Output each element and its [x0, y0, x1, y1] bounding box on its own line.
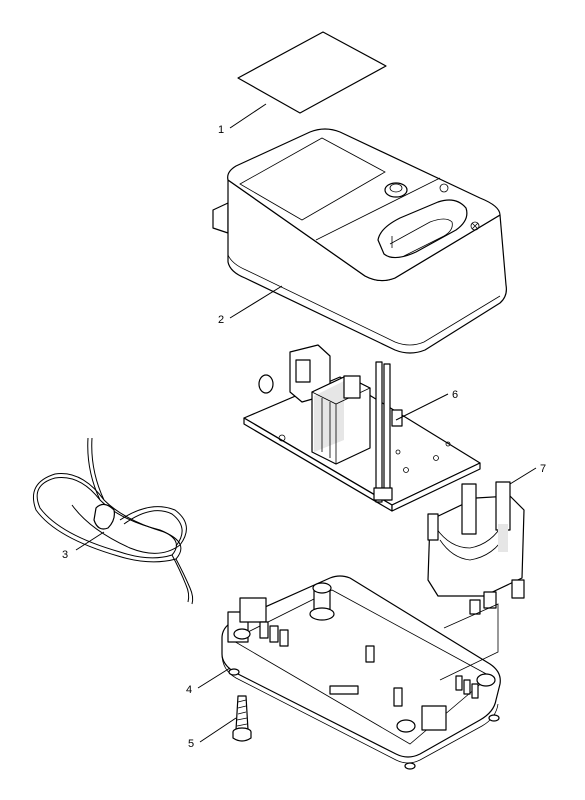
- part-2-top-housing: [212, 128, 507, 354]
- part-7-battery-holder: [427, 481, 525, 615]
- callout-1: 1: [218, 124, 224, 136]
- part-4-base-housing: [221, 575, 501, 770]
- assembly-lines: [439, 603, 499, 681]
- callout-5: 5: [188, 738, 194, 750]
- callout-4: 4: [186, 684, 192, 696]
- callout-6: 6: [452, 389, 458, 401]
- part-6-circuit-board: [243, 344, 481, 512]
- callout-labels: 1 2 3 4 5 6 7: [62, 124, 546, 750]
- part-1-label-plate: [237, 31, 387, 114]
- part-5-screw: [232, 695, 252, 742]
- callout-7: 7: [540, 463, 546, 475]
- part-3-power-cord: [32, 437, 194, 605]
- callout-3: 3: [62, 549, 68, 561]
- leader-lines: [75, 103, 537, 743]
- callout-2: 2: [218, 314, 224, 326]
